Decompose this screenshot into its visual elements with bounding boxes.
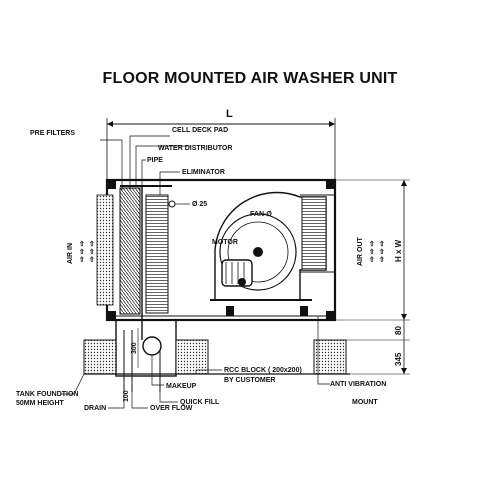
pre-filters-label: PRE FILTERS (30, 130, 75, 137)
by-customer-label: BY CUSTOMER (224, 377, 275, 384)
water-distributor (120, 185, 176, 340)
mount-label: MOUNT (352, 399, 378, 406)
svg-text:⇨ ⇨ ⇨: ⇨ ⇨ ⇨ (79, 240, 86, 262)
dim-100-label: 100 (123, 390, 130, 402)
overflow-label: OVER FLOW (150, 405, 193, 412)
svg-text:⇨ ⇨ ⇨: ⇨ ⇨ ⇨ (369, 240, 376, 262)
quick-fill-label: QUICK FILL (180, 399, 220, 406)
rcc-block-label: RCC BLOCK ( 200x200) (224, 367, 302, 374)
pipe-label: PIPE (147, 157, 163, 164)
svg-text:⇨ ⇨ ⇨: ⇨ ⇨ ⇨ (379, 240, 386, 262)
pre-filter-pad (96, 194, 114, 306)
motor-label: MOTOR (212, 239, 238, 246)
water-distributor-label: WATER DISTRIBUTOR (158, 145, 232, 152)
length-label: L (226, 108, 233, 120)
diameter-label: Ø 25 (192, 201, 207, 208)
makeup-label: MAKEUP (166, 383, 197, 390)
svg-text:⇨ ⇨ ⇨: ⇨ ⇨ ⇨ (89, 240, 96, 262)
length-dimension: L (106, 108, 336, 180)
eliminator-label: ELIMINATOR (182, 169, 225, 176)
fan-label: FAN-Ø (250, 211, 272, 218)
dim-345-label: 345 (394, 352, 403, 366)
tank-foundation-height-label: 50MM HEIGHT (16, 400, 65, 407)
diagram-title: FLOOR MOUNTED AIR WASHER UNIT (102, 70, 398, 87)
bottom-callouts (60, 316, 330, 409)
cell-deck-pad-label: CELL DECK PAD (172, 127, 228, 134)
top-callouts (100, 135, 190, 205)
eliminator (145, 194, 169, 314)
dim-300-label: 300 (131, 342, 138, 354)
air-out-label: AIR OUT (357, 237, 364, 267)
tank-foundation-label: TANK FOUNDTION (16, 391, 78, 398)
motor (210, 259, 312, 316)
hxw-label: H x W (394, 239, 403, 262)
foundation-blocks (83, 339, 350, 375)
cell-deck-pad (119, 187, 141, 315)
air-in-indicator: AIR IN ⇨ ⇨ ⇨ ⇨ ⇨ ⇨ (67, 240, 96, 264)
right-dimensions: H x W 80 345 (335, 179, 410, 375)
anti-vibration-label: ANTI VIBRATION (330, 381, 386, 388)
tank-dimensions: 300 100 (123, 328, 139, 402)
drain-label: DRAIN (84, 405, 106, 412)
air-out-indicator: AIR OUT ⇨ ⇨ ⇨ ⇨ ⇨ ⇨ (357, 237, 386, 267)
dim-80-label: 80 (394, 326, 403, 335)
air-in-label: AIR IN (67, 243, 74, 264)
water-tank (115, 319, 177, 392)
